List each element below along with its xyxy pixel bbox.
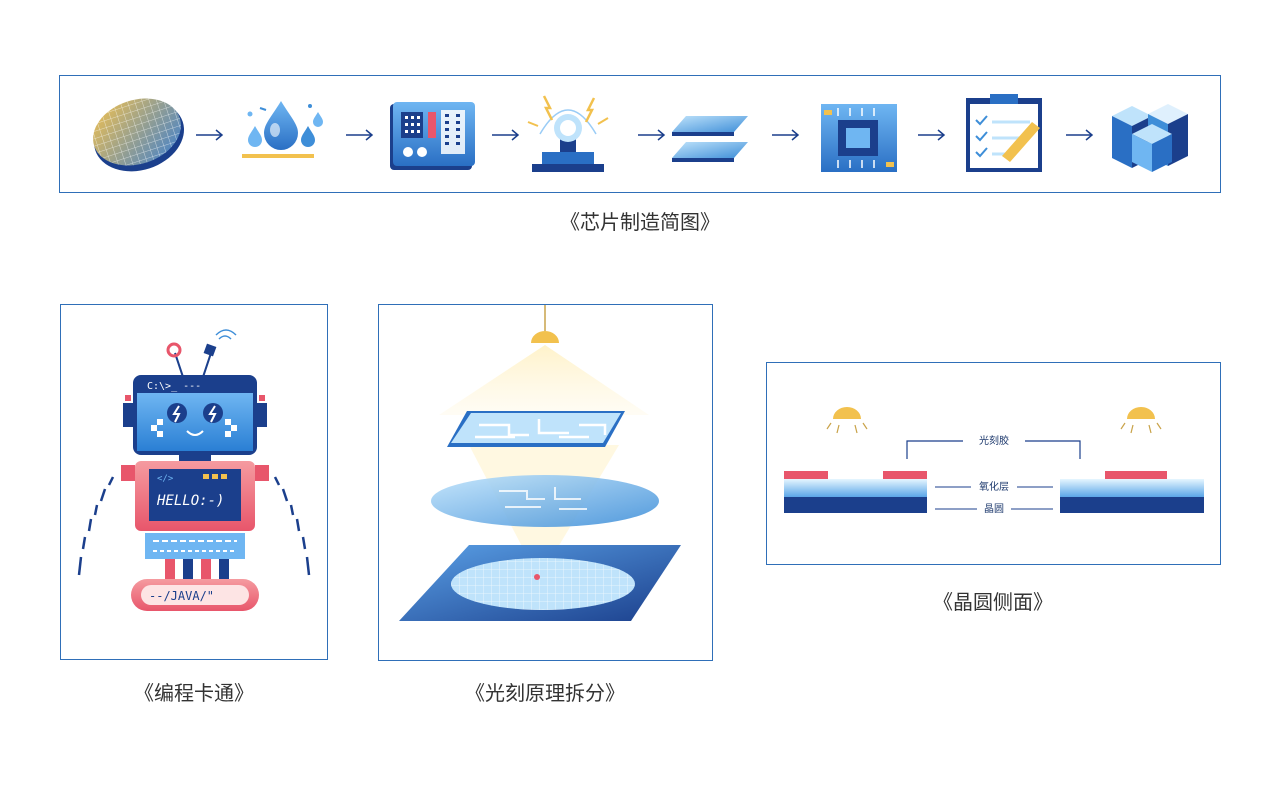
robot-illustration: C:\>_ --- </> HELLO:-) --/JAVA/" xyxy=(77,329,311,611)
right-lamp-icon xyxy=(1120,407,1162,434)
antenna-ring xyxy=(166,342,182,358)
cubes-icon xyxy=(1112,104,1188,172)
process-caption: 《芯片制造简图》 xyxy=(560,210,720,234)
lithography-illustration xyxy=(399,305,681,621)
robot-frame: C:\>_ --- </> HELLO:-) --/JAVA/" xyxy=(60,304,328,660)
screen-text: HELLO:-) xyxy=(156,493,224,509)
lamp-icon xyxy=(531,331,559,343)
process-frame xyxy=(59,75,1221,193)
lens-disc xyxy=(431,475,659,527)
screen-tag: </> xyxy=(157,474,174,484)
label-wafer: 晶圆 xyxy=(984,503,1004,515)
lithography-frame xyxy=(378,304,713,661)
chip-icon xyxy=(821,104,897,172)
base-text: --/JAVA/" xyxy=(149,589,214,603)
wafer-icon xyxy=(93,98,184,172)
wafer-side-caption: 《晶圆侧面》 xyxy=(933,590,1053,614)
wifi-icon xyxy=(215,329,237,340)
wafer-side-frame: 光刻胶 氧化层 晶圆 xyxy=(766,362,1221,565)
checklist-icon xyxy=(966,94,1042,172)
wafer-side-diagram: 光刻胶 氧化层 晶圆 xyxy=(784,407,1204,515)
layers-icon xyxy=(672,116,748,162)
exposure-lamp-icon xyxy=(527,95,609,172)
circuit-board-icon xyxy=(390,102,475,170)
left-lamp-icon xyxy=(826,407,868,434)
cleaning-icon xyxy=(242,101,323,158)
label-oxide: 氧化层 xyxy=(979,480,1009,493)
process-diagram xyxy=(93,94,1188,172)
lithography-caption: 《光刻原理拆分》 xyxy=(465,681,625,705)
right-arm xyxy=(273,476,311,576)
robot-caption: 《编程卡通》 xyxy=(134,681,254,705)
process-arrows xyxy=(196,129,1094,141)
head-prompt: C:\>_ --- xyxy=(147,381,201,392)
label-photoresist: 光刻胶 xyxy=(979,434,1009,447)
left-arm xyxy=(77,476,115,576)
